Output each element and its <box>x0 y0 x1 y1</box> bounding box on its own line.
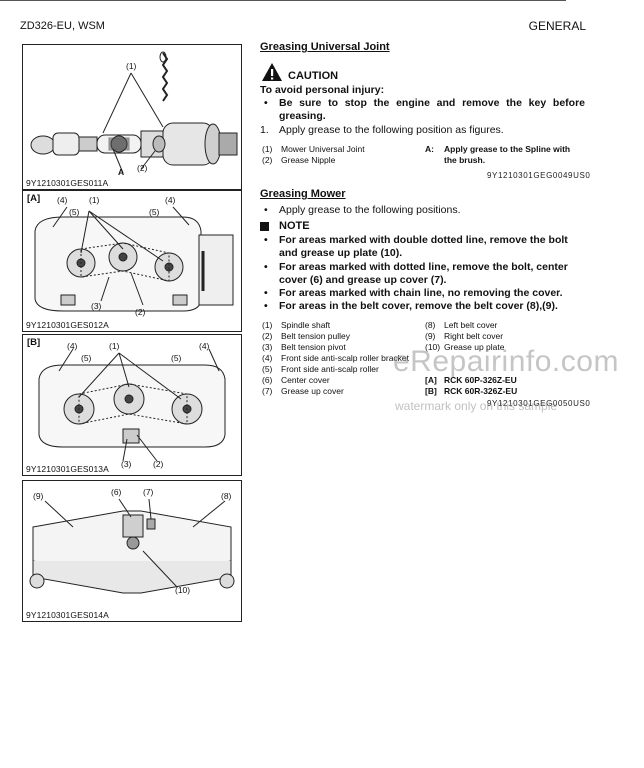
mower-step: Apply grease to the following positions. <box>279 204 461 216</box>
mower-deck-a-drawing <box>34 206 234 312</box>
callout-3: (3) <box>91 301 102 311</box>
figure-caption: 9Y1210301GES014A <box>26 610 109 620</box>
note-1-line2: and grease up plate (10). <box>279 247 403 259</box>
legend-num: (7) <box>262 386 273 396</box>
warning-icon <box>262 63 282 81</box>
callout-5-right: (5) <box>171 353 182 363</box>
note-icon <box>260 222 269 231</box>
bullet-dot: • <box>264 204 268 216</box>
note-2-line1: For areas marked with dotted line, remov… <box>279 261 568 273</box>
note-label: NOTE <box>279 220 310 232</box>
legend-num: (9) <box>425 331 436 341</box>
reference-code: 9Y1210301GEG0049US0 <box>487 171 591 180</box>
callout-2: (2) <box>137 163 148 173</box>
legend-text: Belt tension pivot <box>281 342 346 352</box>
step-number: 1. <box>260 124 269 136</box>
legend-text: Grease Nipple <box>281 155 336 165</box>
legend-text: Grease up plate <box>444 342 505 352</box>
callout-3: (3) <box>121 459 132 469</box>
figure-tag: [A] <box>27 193 41 204</box>
legend-num: (5) <box>262 364 273 374</box>
bullet-dot: • <box>264 300 268 312</box>
legend-num: (2) <box>262 155 273 165</box>
callout-1: (1) <box>109 341 120 351</box>
callout-6: (6) <box>111 487 122 497</box>
mower-deck-b-drawing <box>38 348 226 462</box>
universal-joint-drawing <box>30 51 238 174</box>
legend-text: Left belt cover <box>444 320 498 330</box>
figure-mower-deck-b: [B] (1) (4) (5) (4) (5) (3) (2) 9Y121030… <box>22 334 242 476</box>
legend-num: (1) <box>262 144 273 154</box>
legend-text: Front side anti-scalp roller bracket <box>281 353 410 363</box>
caution-label: CAUTION <box>288 70 339 82</box>
legend-num: (8) <box>425 320 436 330</box>
figure-caption: 9Y1210301GES013A <box>26 464 109 474</box>
callout-2: (2) <box>153 459 164 469</box>
model-name: RCK 60R-326Z-EU <box>444 386 518 396</box>
note-4: For areas in the belt cover, remove the … <box>279 300 558 312</box>
note-key: A: <box>425 144 434 154</box>
legend-text: Mower Universal Joint <box>281 144 365 154</box>
model-tag: [A] <box>425 375 437 385</box>
note-3: For areas marked with chain line, no rem… <box>279 287 563 299</box>
caution-bullet-line2: greasing. <box>279 110 326 122</box>
section-title-universal-joint: Greasing Universal Joint <box>260 41 390 53</box>
note-line1: Apply grease to the Spline with <box>444 144 571 154</box>
section-title-mower: Greasing Mower <box>260 188 346 200</box>
legend-num: (3) <box>262 342 273 352</box>
header-divider <box>0 0 566 1</box>
legend-num: (6) <box>262 375 273 385</box>
callout-9: (9) <box>33 491 44 501</box>
watermark-note: watermark only on this sample <box>395 399 558 413</box>
bullet-dot: • <box>264 261 268 273</box>
bullet-dot: • <box>264 287 268 299</box>
callout-5-right: (5) <box>149 207 160 217</box>
legend-text: Grease up cover <box>281 386 344 396</box>
figure-universal-joint: (1) (2) A 9Y1210301GES011A <box>22 44 242 190</box>
watermark-logo: eRepairinfo.com <box>393 345 619 378</box>
callout-5: (5) <box>69 207 80 217</box>
legend-num: (1) <box>262 320 273 330</box>
figure-caption: 9Y1210301GES012A <box>26 320 109 330</box>
callout-a: A <box>118 167 125 177</box>
note-line2: the brush. <box>444 155 486 165</box>
callout-4: (4) <box>67 341 78 351</box>
note-1-line1: For areas marked with double dotted line… <box>279 234 568 246</box>
legend-text: Right belt cover <box>444 331 504 341</box>
callout-5: (5) <box>81 353 92 363</box>
step-text: Apply grease to the following position a… <box>279 124 504 136</box>
legend-text: Front side anti-scalp roller <box>281 364 379 374</box>
callout-1: (1) <box>126 61 137 71</box>
callout-7: (7) <box>143 487 154 497</box>
caution-bullet-line1: Be sure to stop the engine and remove th… <box>279 97 585 109</box>
legend-num: (4) <box>262 353 273 363</box>
model-tag: [B] <box>425 386 437 396</box>
bullet-dot: • <box>264 234 268 246</box>
callout-10: (10) <box>175 585 191 595</box>
legend-num: (10) <box>425 342 441 352</box>
figure-caption: 9Y1210301GES011A <box>26 178 109 188</box>
header-section: GENERAL <box>528 19 586 33</box>
legend-num: (2) <box>262 331 273 341</box>
callout-4: (4) <box>57 195 68 205</box>
reference-code: 9Y1210301GEG0050US0 <box>487 399 591 408</box>
header-doc-id: ZD326-EU, WSM <box>20 20 105 32</box>
legend-text: Spindle shaft <box>281 320 331 330</box>
figure-belt-covers: (9) (6) (7) (8) (10) 9Y1210301GES014A <box>22 480 242 622</box>
bullet-dot: • <box>264 97 268 109</box>
callout-1: (1) <box>89 195 100 205</box>
legend-text: Belt tension pulley <box>281 331 350 341</box>
note-2-line2: cover (6) and grease up cover (7). <box>279 274 447 286</box>
figure-tag: [B] <box>27 337 41 348</box>
callout-2: (2) <box>135 307 146 317</box>
figure-mower-deck-a: [A] (1) (4) (5) (4) (5) (3) (2) 9Y121030… <box>22 190 242 332</box>
legend-text: Center cover <box>281 375 330 385</box>
belt-covers-drawing <box>29 498 235 594</box>
callout-8: (8) <box>221 491 232 501</box>
caution-intro: To avoid personal injury: <box>260 84 385 96</box>
model-name: RCK 60P-326Z-EU <box>444 375 517 385</box>
callout-4-right: (4) <box>165 195 176 205</box>
callout-4-right: (4) <box>199 341 210 351</box>
